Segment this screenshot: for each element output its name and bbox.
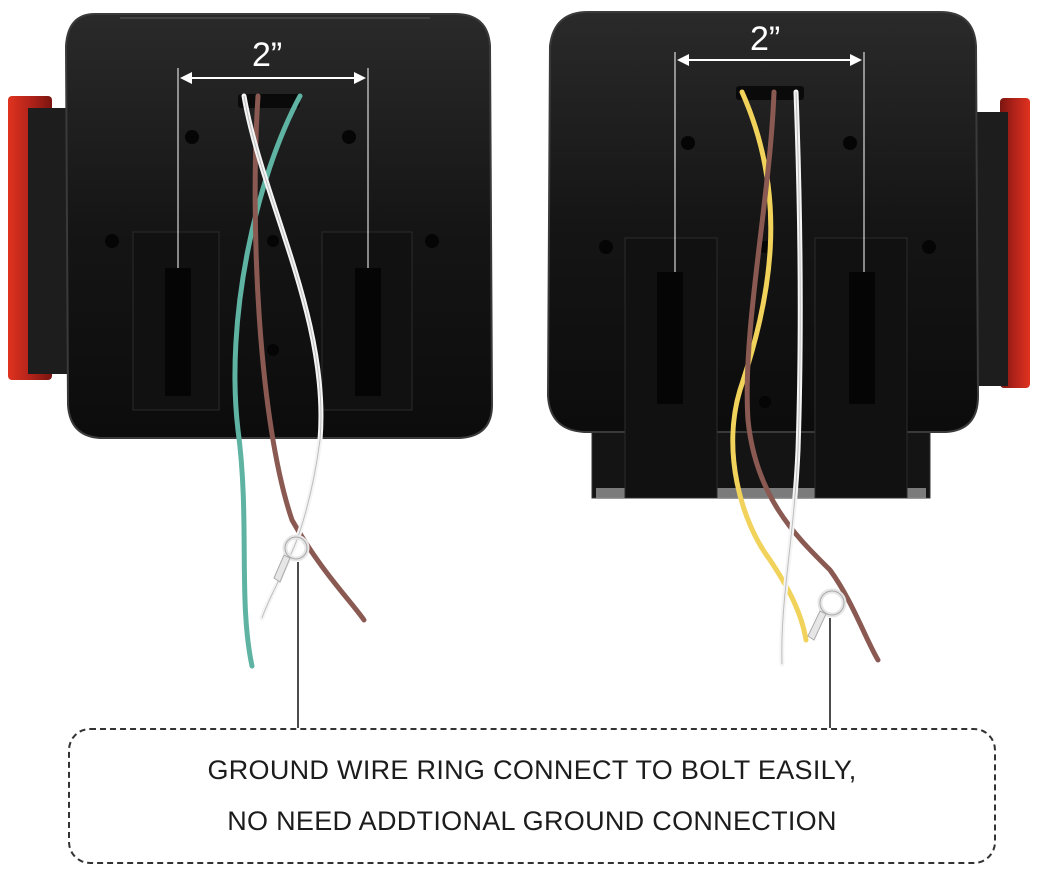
- left-hole: [425, 234, 439, 248]
- right-dimension-marker: [674, 52, 865, 272]
- left-mount-slot-2: [355, 268, 381, 396]
- right-hole: [922, 240, 936, 254]
- right-hole: [681, 136, 695, 150]
- ground-ring-terminal-icon: [273, 534, 310, 583]
- left-hole: [105, 234, 119, 248]
- right-spacing-label: 2”: [750, 20, 781, 58]
- right-hole: [843, 136, 857, 150]
- right-mount-slot-2: [849, 272, 875, 404]
- left-dimension-marker: [177, 68, 369, 268]
- right-mount-slot-1: [657, 272, 683, 404]
- left-mount-slot-1: [165, 268, 191, 396]
- left-brown-wire: [252, 93, 367, 623]
- left-tail-light: [8, 13, 494, 728]
- callout-line-2: NO NEED ADDTIONAL GROUND CONNECTION: [227, 806, 837, 836]
- left-spacing-label: 2”: [252, 36, 283, 74]
- left-hole: [342, 130, 356, 144]
- right-hole: [759, 396, 771, 408]
- left-hole: [267, 235, 279, 247]
- right-brown-wire: [744, 89, 881, 663]
- left-hole: [267, 344, 279, 356]
- right-tail-light: [546, 11, 1030, 728]
- callout-line-1: GROUND WIRE RING CONNECT TO BOLT EASILY,: [207, 755, 857, 785]
- right-hole: [599, 240, 613, 254]
- ground-wire-callout: GROUND WIRE RING CONNECT TO BOLT EASILY,…: [68, 728, 996, 864]
- left-hole: [185, 130, 199, 144]
- ground-ring-terminal-icon: [807, 588, 847, 641]
